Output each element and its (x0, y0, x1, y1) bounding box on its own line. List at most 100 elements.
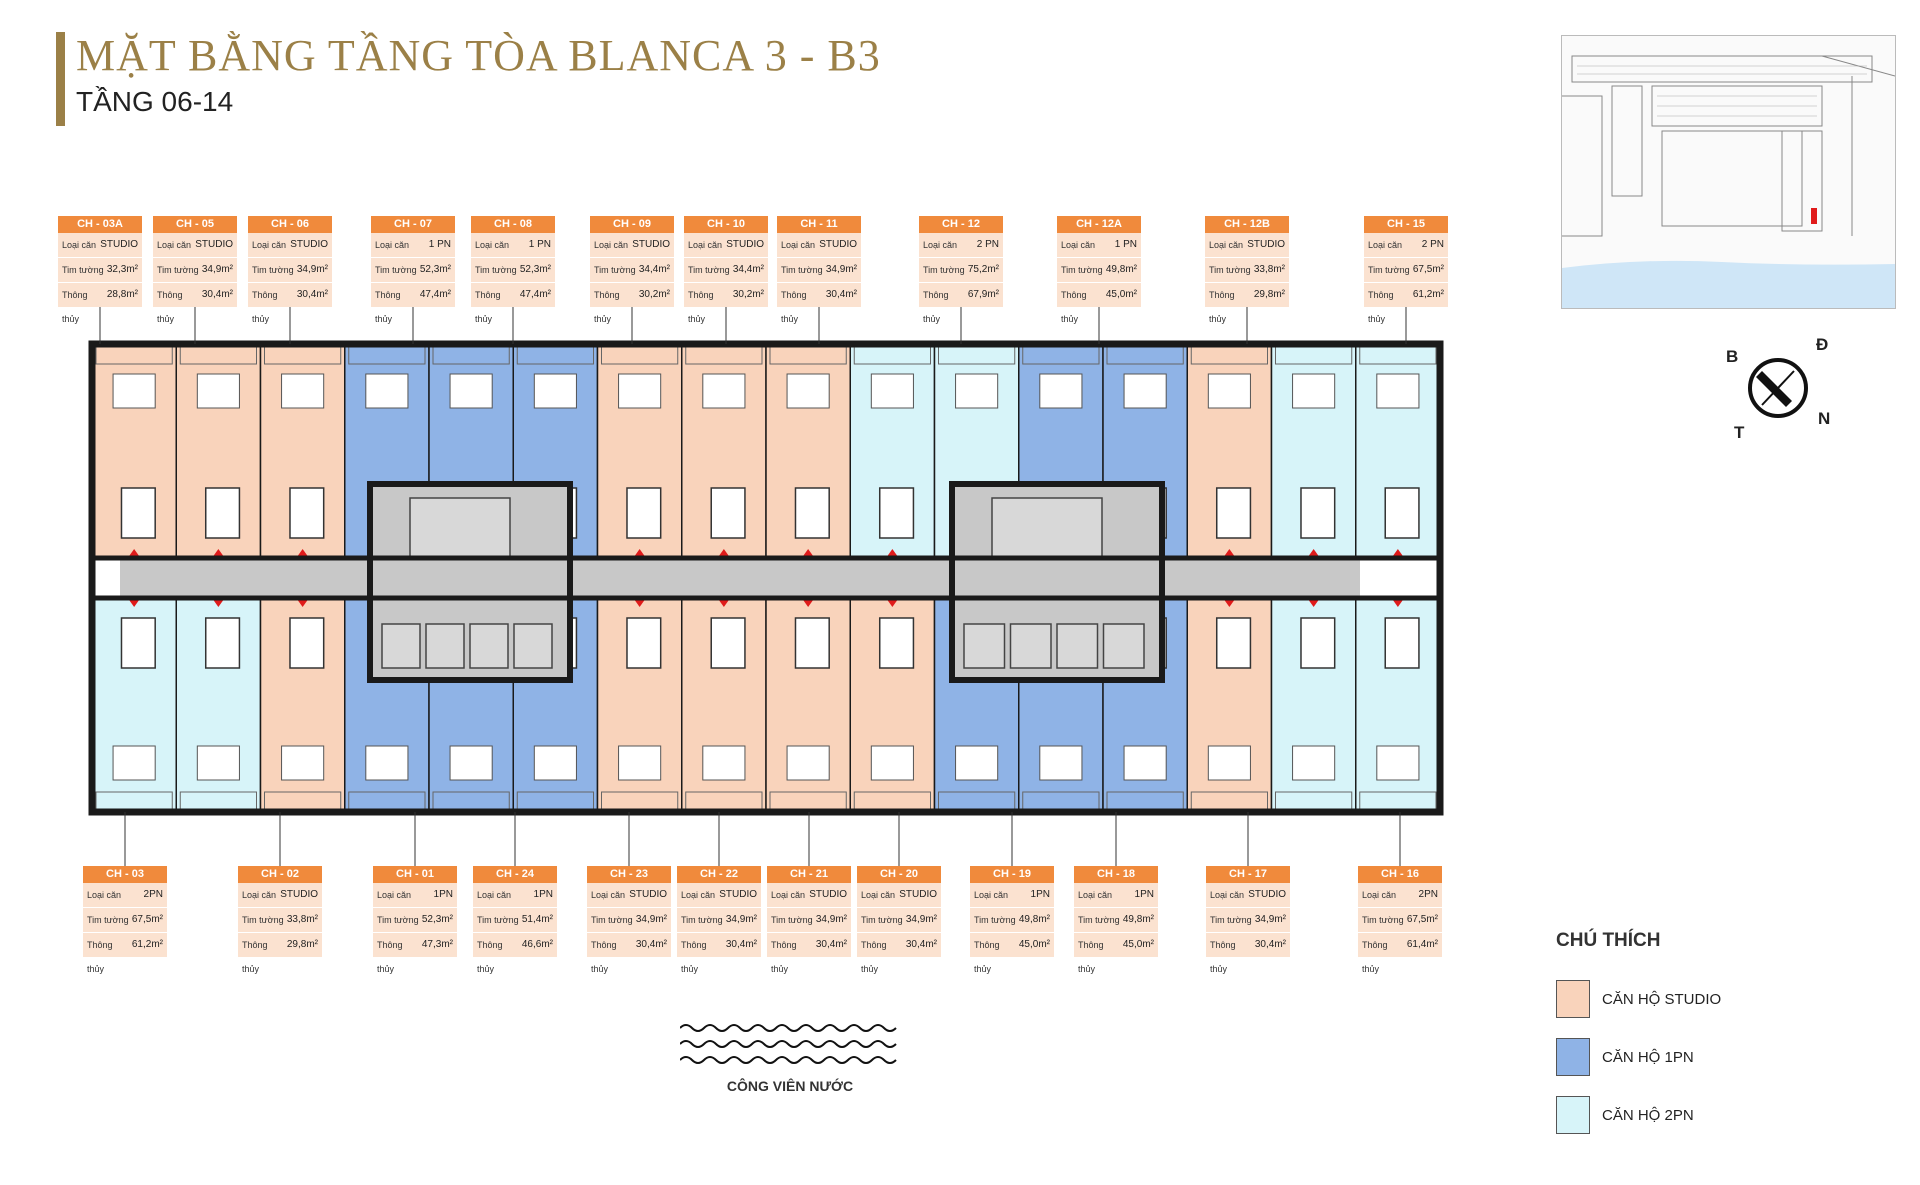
unit-net-value: 67,9m² (967, 289, 999, 300)
unit-net-value: 30,4m² (825, 289, 857, 300)
unit-gross-label: Tim tường (688, 265, 730, 275)
bed (955, 745, 999, 781)
door-marker (718, 549, 729, 556)
bathroom (120, 617, 156, 669)
bed (533, 373, 577, 409)
unit-type-value: 2PN (143, 889, 163, 900)
unit-net-value: 30,4m² (201, 289, 233, 300)
legend-label-1pn: CĂN HỘ 1PN (1602, 1048, 1694, 1066)
bed (281, 745, 325, 781)
unit-gross-label: Tim tường (1078, 915, 1120, 925)
door-marker (1392, 549, 1403, 556)
unit-code: CH - 06 (248, 216, 332, 233)
unit-type-label: Loại căn (781, 240, 816, 250)
unit-gross-value: 34,9m² (635, 914, 667, 925)
unit-type-value: 2 PN (1421, 239, 1444, 250)
unit-gross-label: Tim tường (1362, 915, 1404, 925)
bathroom (710, 617, 746, 669)
compass-label-b: B (1726, 347, 1739, 366)
door-marker (1308, 600, 1319, 607)
unit-type-label: Loại căn (974, 890, 1009, 900)
compass: B Đ T N (1722, 333, 1842, 443)
unit-gross-value: 51,4m² (521, 914, 553, 925)
unit-code: CH - 12A (1057, 216, 1141, 233)
legend-item-studio: CĂN HỘ STUDIO (1556, 980, 1721, 1018)
bed (786, 745, 830, 781)
unit-gross-label: Tim tường (923, 265, 965, 275)
bathroom (289, 487, 325, 539)
unit-gross-value: 33,8m² (286, 914, 318, 925)
unit-type-label: Loại căn (1209, 240, 1244, 250)
door-marker (213, 549, 224, 556)
legend-item-2pn: CĂN HỘ 2PN (1556, 1096, 1694, 1134)
unit-type-label: Loại căn (681, 890, 716, 900)
unit-type-value: STUDIO (632, 239, 670, 250)
unit-type-value: STUDIO (1248, 889, 1286, 900)
unit-code: CH - 11 (777, 216, 861, 233)
unit-gross-label: Tim tường (477, 915, 519, 925)
site-minimap (1561, 35, 1896, 309)
unit-gross-label: Tim tường (87, 915, 129, 925)
bathroom (1300, 617, 1336, 669)
unit-gross-label: Tim tường (1368, 265, 1410, 275)
bathroom (1215, 487, 1252, 539)
unit-net-value: 46,6m² (521, 939, 553, 950)
unit-net-label: Thông thủy (861, 940, 887, 974)
unit-type-label: Loại căn (688, 240, 723, 250)
unit-type-value: STUDIO (899, 889, 937, 900)
unit-code: CH - 07 (371, 216, 455, 233)
door-marker (887, 600, 898, 607)
unit-type-label: Loại căn (87, 890, 122, 900)
legend-swatch-1pn (1556, 1038, 1590, 1076)
unit-code: CH - 12 (919, 216, 1003, 233)
bed (1039, 373, 1083, 409)
unit-type-label: Loại căn (252, 240, 287, 250)
bed (870, 373, 914, 409)
door-marker (213, 600, 224, 607)
elevator (1102, 623, 1145, 669)
unit-gross-value: 49,8m² (1018, 914, 1050, 925)
corridor (120, 558, 1360, 598)
bed (1376, 373, 1420, 409)
unit-net-value: 47,4m² (419, 289, 451, 300)
bathroom (1384, 617, 1420, 669)
bed (1207, 745, 1251, 781)
unit-net-label: Thông thủy (62, 290, 88, 324)
unit-gross-label: Tim tường (242, 915, 284, 925)
bathroom (289, 617, 325, 669)
unit-type-label: Loại căn (1078, 890, 1113, 900)
elevator (1009, 623, 1052, 669)
unit-code: CH - 02 (238, 866, 322, 883)
stair (991, 497, 1103, 559)
unit-net-value: 30,4m² (1254, 939, 1286, 950)
bed (1123, 373, 1167, 409)
unit-gross-value: 34,9m² (725, 914, 757, 925)
elevator (513, 623, 553, 669)
bed (1039, 745, 1083, 781)
